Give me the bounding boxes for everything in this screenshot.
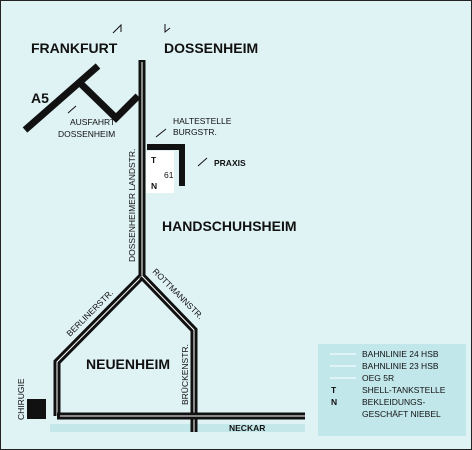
berlinerstrasse-road xyxy=(53,273,145,416)
tn-marker-block xyxy=(146,151,174,193)
label-neckar: NECKAR xyxy=(229,423,265,433)
autobahn-a5 xyxy=(22,63,141,133)
label-dossenheim: DOSSENHEIM xyxy=(164,40,258,56)
label-neuenheim: NEUENHEIM xyxy=(86,356,170,372)
label-brueckenstr: BRÜCKENSTR. xyxy=(180,344,190,405)
legend-item-label: BAHNLINIE 23 HSB xyxy=(362,361,439,371)
label-haltestelle-line2: BURGSTR. xyxy=(173,127,217,137)
label-frankfurt: FRANKFURT xyxy=(31,40,118,56)
label-handschuhsheim: HANDSCHUHSHEIM xyxy=(162,218,297,234)
legend-item-label: BEKLEIDUNGS- xyxy=(362,397,425,407)
legend-item-label: BAHNLINIE 24 HSB xyxy=(362,349,439,359)
neckar-river xyxy=(50,424,305,432)
label-chirugie: CHIRUGIE xyxy=(16,378,26,420)
marker-n: N xyxy=(151,181,157,191)
house-number: 61 xyxy=(164,170,174,180)
label-ausfahrt-line2: DOSSENHEIM xyxy=(58,129,115,139)
label-ausfahrt-line1: AUSFAHRT xyxy=(70,117,115,127)
marker-t: T xyxy=(151,155,157,165)
label-praxis: PRAXIS xyxy=(214,158,246,168)
legend-item-label: GESCHÄFT NIEBEL xyxy=(362,409,441,419)
legend-item-label: SHELL-TANKSTELLE xyxy=(362,385,446,395)
legend-item-label: OEG 5R xyxy=(362,373,394,383)
label-a5: A5 xyxy=(31,90,49,106)
pointer-marks xyxy=(67,23,208,167)
label-haltestelle-line1: HALTESTELLE xyxy=(173,116,232,126)
legend-symbol-n: N xyxy=(331,397,337,407)
legend-box xyxy=(318,344,466,436)
praxis-street xyxy=(147,144,185,186)
label-dossenheimer-landstr: DOSSENHEIMER LANDSTR. xyxy=(127,149,137,262)
legend-symbol-t: T xyxy=(331,385,337,395)
chirugie-building xyxy=(27,399,46,419)
rottmannstrasse-road xyxy=(139,273,198,432)
legend: BAHNLINIE 24 HSB BAHNLINIE 23 HSB OEG 5R T S… xyxy=(318,344,466,436)
